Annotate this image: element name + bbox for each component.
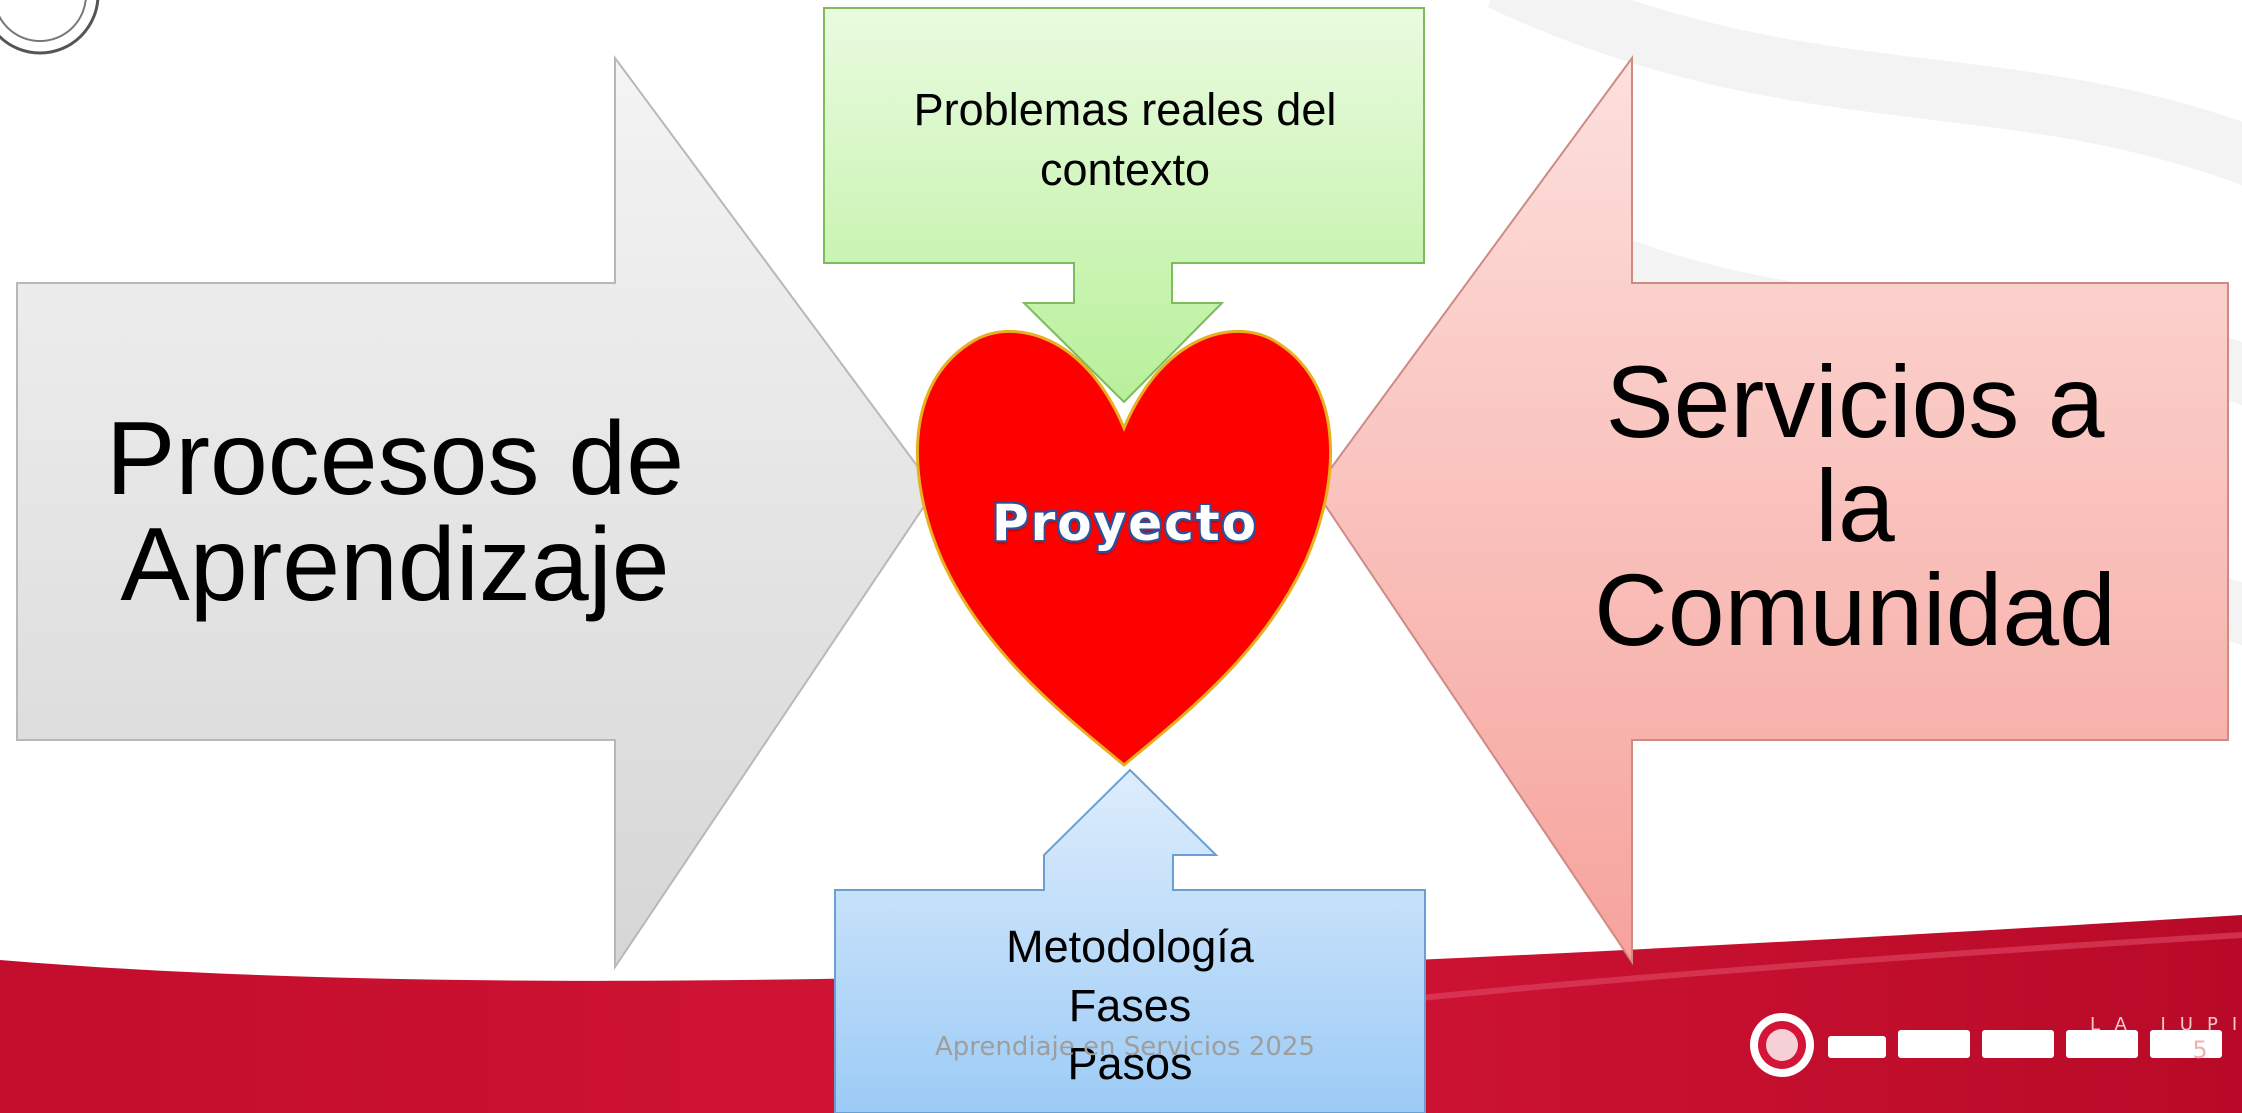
right-arrow-label: Servicios a la Comunidad [1594,345,2116,668]
footer-text: Aprendiaje en Servicios 2025 [935,1032,1315,1062]
bottom-callout-shape [834,768,1426,1113]
bottom-callout-label: Metodología Fases Pasos [1006,921,1254,1089]
university-seal-icon [0,0,100,55]
heart-shape [915,329,1333,767]
top-callout-shape [823,7,1425,404]
logo-tagline: LA IUPI [2090,1014,2242,1035]
right-arrow-shape [1313,54,2229,966]
uprrp-logo-icon [1750,1013,2222,1077]
left-arrow-shape [16,54,937,971]
footer-band-highlight [1399,932,2242,1003]
page-number: 5 [2192,1036,2208,1064]
heart-label: Proyecto [991,494,1259,552]
top-callout-label: Problemas reales del contexto [913,84,1337,195]
left-arrow-label: Procesos de Aprendizaje [105,401,685,624]
